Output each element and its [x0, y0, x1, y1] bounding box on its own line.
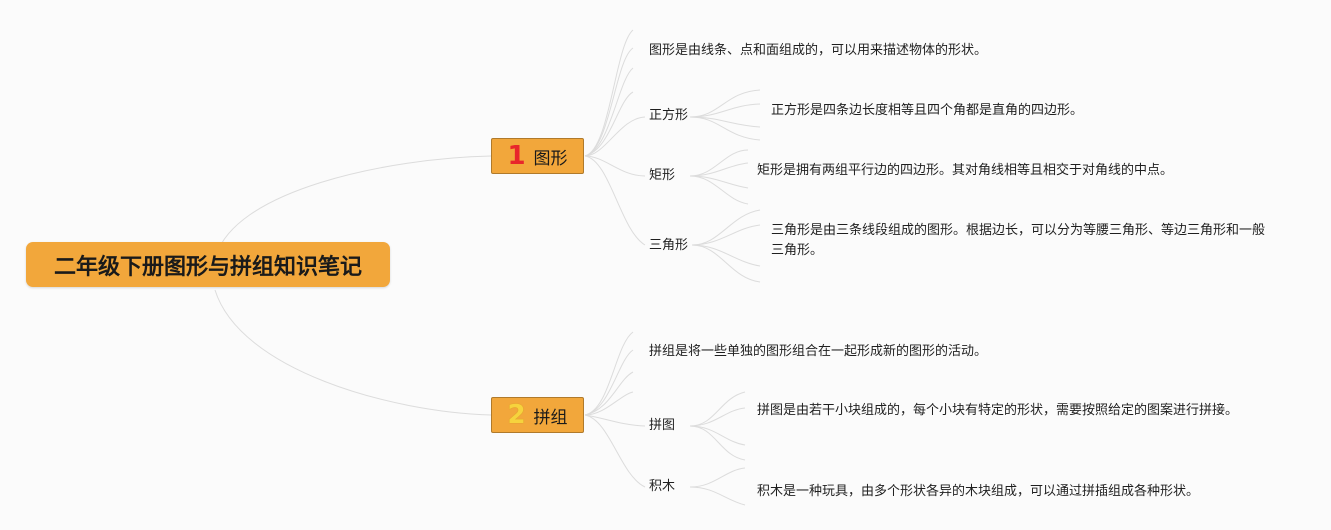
desc-triangle[interactable]: 三角形是由三条线段组成的图形。根据边长，可以分为等腰三角形、等边三角形和一般三角…	[771, 223, 1266, 258]
desc-blocks[interactable]: 积木是一种玩具，由多个形状各异的木块组成，可以通过拼插组成各种形状。	[757, 484, 1200, 499]
subtopic-puzzle[interactable]: 拼图	[649, 418, 676, 433]
desc-rectangle[interactable]: 矩形是拥有两组平行边的四边形。其对角线相等且相交于对角线的中点。	[757, 163, 1174, 178]
link-root-branch1	[214, 155, 492, 261]
subtopic-rectangle[interactable]: 矩形	[649, 168, 676, 183]
subtopic-blocks[interactable]: 积木	[649, 479, 676, 494]
desc-puzzle[interactable]: 拼图是由若干小块组成的，每个小块有特定的形状，需要按照给定的图案进行拼接。	[757, 403, 1239, 418]
branch-topic-shapes[interactable]: 1 图形	[491, 138, 584, 174]
branch-label: 图形	[533, 148, 568, 169]
branch-label: 拼组	[533, 407, 568, 428]
subtopic-square[interactable]: 正方形	[649, 108, 689, 123]
link-root-branch2	[214, 289, 492, 416]
root-topic[interactable]: 二年级下册图形与拼组知识笔记	[26, 242, 390, 287]
branch-topic-assembly[interactable]: 2 拼组	[491, 397, 584, 433]
subtopic-triangle[interactable]: 三角形	[649, 238, 689, 253]
root-title: 二年级下册图形与拼组知识笔记	[53, 254, 362, 280]
topic-desc-assembly[interactable]: 拼组是将一些单独的图形组合在一起形成新的图形的活动。	[649, 344, 988, 359]
desc-square[interactable]: 正方形是四条边长度相等且四个角都是直角的四边形。	[771, 103, 1084, 118]
number-badge-icon: 1	[507, 141, 526, 171]
topic-desc-shapes[interactable]: 图形是由线条、点和面组成的，可以用来描述物体的形状。	[649, 43, 988, 58]
number-badge-icon: 2	[507, 400, 526, 430]
